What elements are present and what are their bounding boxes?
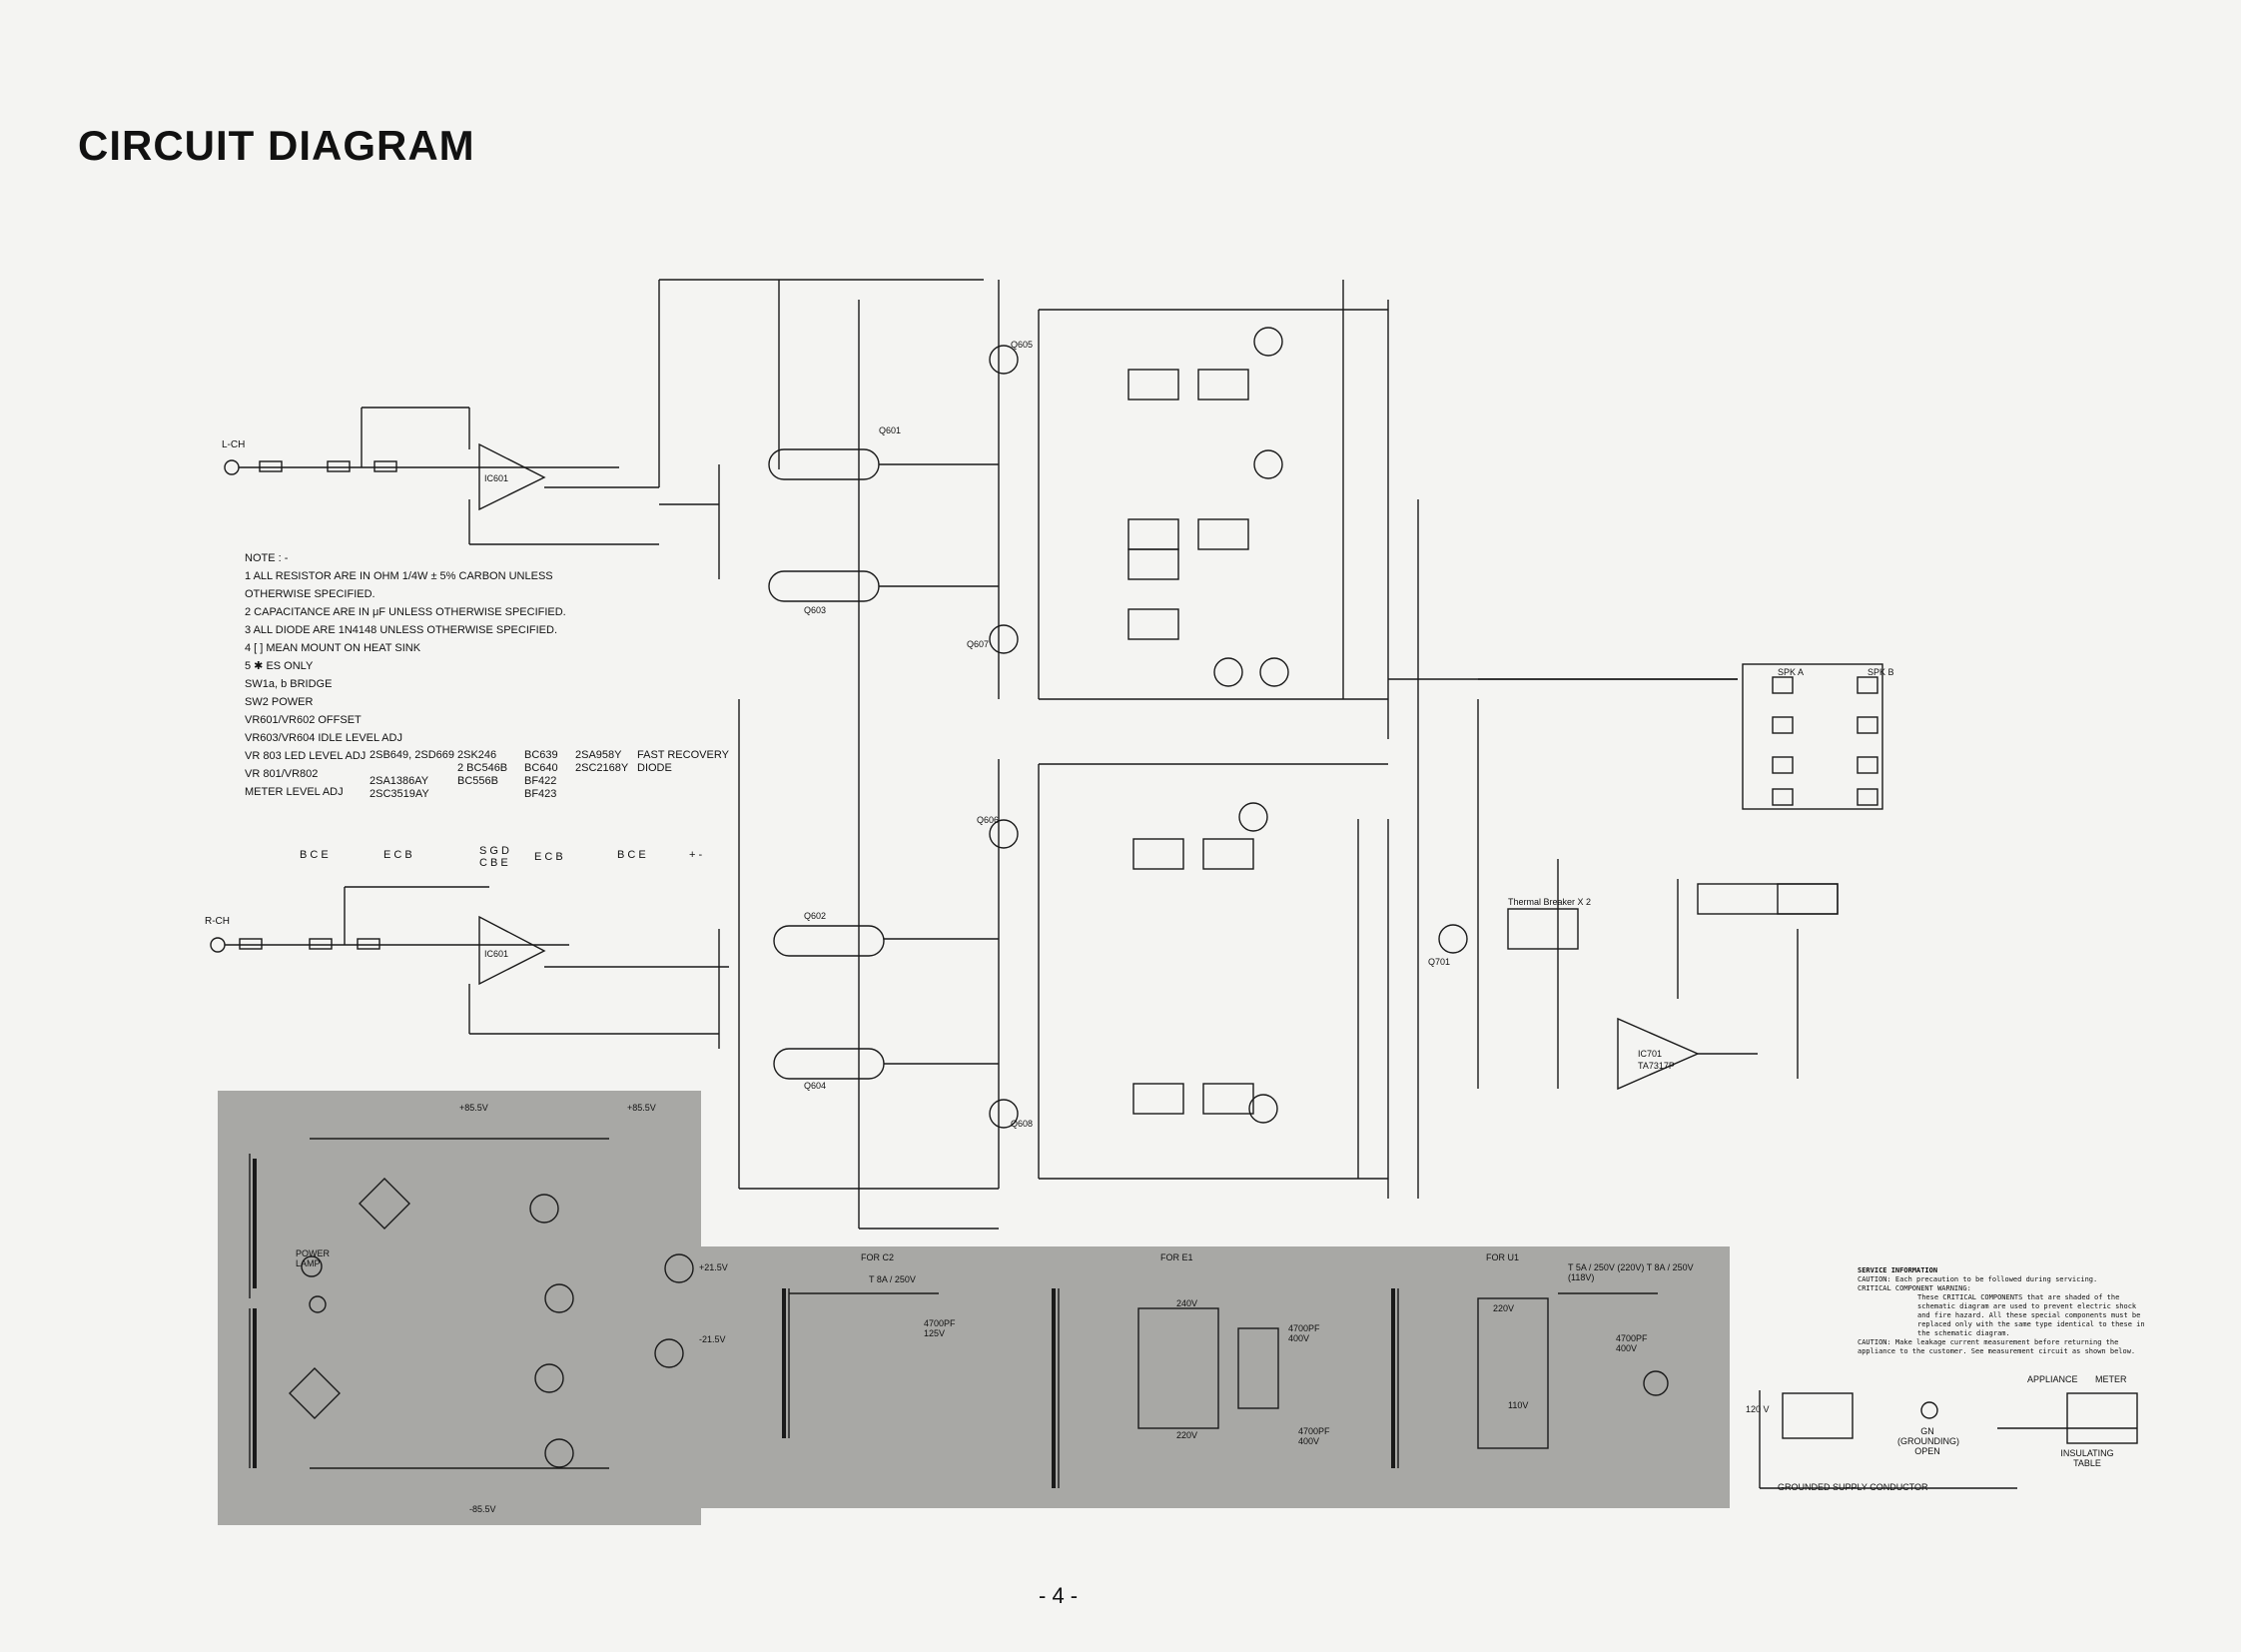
spk-b-label: SPK B — [1868, 667, 1894, 677]
v220-e1-label: 220V — [1176, 1430, 1198, 1440]
note-line: VR 801/VR802 — [245, 768, 319, 780]
note-line: VR603/VR604 IDLE LEVEL ADJ — [245, 732, 402, 744]
fuse-u1-label: T 5A / 250V (220V) T 8A / 250V (118V) — [1568, 1262, 1694, 1282]
note-line: SW2 POWER — [245, 696, 314, 708]
power-lamp-label: POWER LAMP — [296, 1248, 331, 1268]
insulating-table-label: INSULATING TABLE — [2060, 1448, 2114, 1468]
v-p855-left-label: +85.5V — [459, 1103, 488, 1113]
part-col-2: 2SK246 2 BC546B BC556B — [457, 749, 507, 788]
ic601-label: IC601 — [484, 473, 509, 483]
part-col-5: FAST RECOVERY DIODE — [637, 749, 729, 775]
note-line: VR 803 LED LEVEL ADJ — [245, 750, 367, 762]
q603-label: Q603 — [804, 605, 827, 615]
part-col-0: 2SA1386AY 2SC3519AY — [370, 775, 429, 801]
page-title: CIRCUIT DIAGRAM — [78, 122, 475, 169]
part-name: BC556B — [457, 775, 498, 787]
part-name: 2SA958Y — [575, 749, 622, 761]
thermal-breaker-label: Thermal Breaker X 2 — [1508, 897, 1592, 907]
note-line: 4 [ ] MEAN MOUNT ON HEAT SINK — [245, 642, 421, 654]
note-line: METER LEVEL ADJ — [245, 786, 344, 798]
q608-label: Q608 — [1011, 1119, 1034, 1129]
part-name: BF422 — [524, 775, 557, 787]
v-p855-right-label: +85.5V — [627, 1103, 656, 1113]
for-c2-label: FOR C2 — [861, 1252, 895, 1262]
q601-label: Q601 — [879, 425, 902, 435]
ta7317p-label: TA7317P — [1638, 1061, 1675, 1071]
note-line: 3 ALL DIODE ARE 1N4148 UNLESS OTHERWISE … — [245, 624, 558, 636]
part-name: 2SB649, 2SD669 — [370, 749, 455, 761]
ic602-label: IC601 — [484, 949, 509, 959]
fuse-c2-label: T 8A / 250V — [869, 1274, 916, 1284]
pinout-0: B C E — [300, 849, 329, 861]
grounding-label: GN (GROUNDING) OPEN — [1897, 1426, 1959, 1456]
part-name: BC639 — [524, 749, 558, 761]
cap-c2-label: 4700PF 125V — [924, 1318, 956, 1338]
notes-block: NOTE : - 1 ALL RESISTOR ARE IN OHM 1/4W … — [245, 549, 566, 801]
q602-label: Q602 — [804, 911, 827, 921]
power-supply-shaded-area — [218, 1091, 701, 1525]
v-m215-label: -21.5V — [699, 1334, 726, 1344]
q604-label: Q604 — [804, 1081, 827, 1091]
for-u1-label: FOR U1 — [1486, 1252, 1520, 1262]
part-col-3: BC639 BC640 BF422 BF423 — [524, 749, 558, 801]
pinout-4: E C B — [534, 851, 563, 863]
v240-label: 240V — [1176, 1298, 1198, 1308]
r-ch-label: R-CH — [205, 916, 230, 927]
pinout-1: E C B — [383, 849, 412, 861]
note-line: SW1a, b BRIDGE — [245, 678, 333, 690]
part-name: 2 BC546B — [457, 762, 508, 774]
part-name: 2SC3519AY — [370, 788, 429, 800]
ic701-label: IC701 — [1638, 1049, 1663, 1059]
for-e1-label: FOR E1 — [1160, 1252, 1193, 1262]
appliance-label: APPLIANCE — [2027, 1374, 2078, 1384]
cap-e1b-label: 4700PF 400V — [1298, 1426, 1330, 1446]
note-line: 2 CAPACITANCE ARE IN μF UNLESS OTHERWISE… — [245, 606, 566, 618]
v-p215-label: +21.5V — [699, 1262, 728, 1272]
voltage-label: 120 V — [1746, 1404, 1770, 1414]
service-line: SERVICE INFORMATION — [1858, 1266, 1938, 1274]
note-line: VR601/VR602 OFFSET — [245, 714, 362, 726]
service-line: CRITICAL COMPONENT WARNING: — [1858, 1284, 1971, 1292]
part-name: FAST RECOVERY — [637, 749, 729, 761]
v110-label: 110V — [1508, 1400, 1529, 1410]
part-col-1: 2SB649, 2SD669 — [370, 749, 454, 762]
part-name: BF423 — [524, 788, 557, 800]
page-number: - 4 - — [1039, 1583, 1079, 1608]
spk-a-label: SPK A — [1778, 667, 1805, 677]
pinout-2: S G D — [479, 845, 509, 857]
pinout-6: + - — [689, 849, 703, 861]
part-name: 2SA1386AY — [370, 775, 429, 787]
note-line: 1 ALL RESISTOR ARE IN OHM 1/4W ± 5% CARB… — [245, 570, 553, 582]
service-line: CAUTION: Make leakage current measuremen… — [1858, 1338, 2136, 1355]
service-line: These CRITICAL COMPONENTS that are shade… — [1917, 1293, 2145, 1337]
cap-u1-label: 4700PF 400V — [1616, 1333, 1648, 1353]
v220-u1-label: 220V — [1493, 1303, 1515, 1313]
q605-label: Q605 — [1011, 340, 1034, 350]
part-name: 2SK246 — [457, 749, 497, 761]
grounded-conductor-label: GROUNDED SUPPLY CONDUCTOR — [1778, 1482, 1928, 1492]
note-line: 5 ✱ ES ONLY — [245, 660, 314, 672]
mains-shaded-area — [701, 1246, 1730, 1508]
notes-header: NOTE : - — [245, 552, 289, 564]
service-line: CAUTION: Each precaution to be followed … — [1858, 1275, 2098, 1283]
q701-label: Q701 — [1428, 957, 1451, 967]
part-name: BC640 — [524, 762, 558, 774]
pinout-5: B C E — [617, 849, 646, 861]
meter-label: METER — [2095, 1374, 2127, 1384]
q606-label: Q606 — [977, 815, 1000, 825]
pinout-3: C B E — [479, 857, 508, 869]
service-information: SERVICE INFORMATION CAUTION: Each precau… — [1858, 1266, 2147, 1356]
part-col-4: 2SA958Y 2SC2168Y — [575, 749, 628, 775]
q607-label: Q607 — [967, 639, 990, 649]
note-line: OTHERWISE SPECIFIED. — [245, 588, 375, 600]
cap-e1a-label: 4700PF 400V — [1288, 1323, 1320, 1343]
part-name: 2SC2168Y — [575, 762, 629, 774]
l-ch-label: L-CH — [222, 439, 246, 450]
v-m855-label: -85.5V — [469, 1504, 496, 1514]
part-name: DIODE — [637, 762, 672, 774]
